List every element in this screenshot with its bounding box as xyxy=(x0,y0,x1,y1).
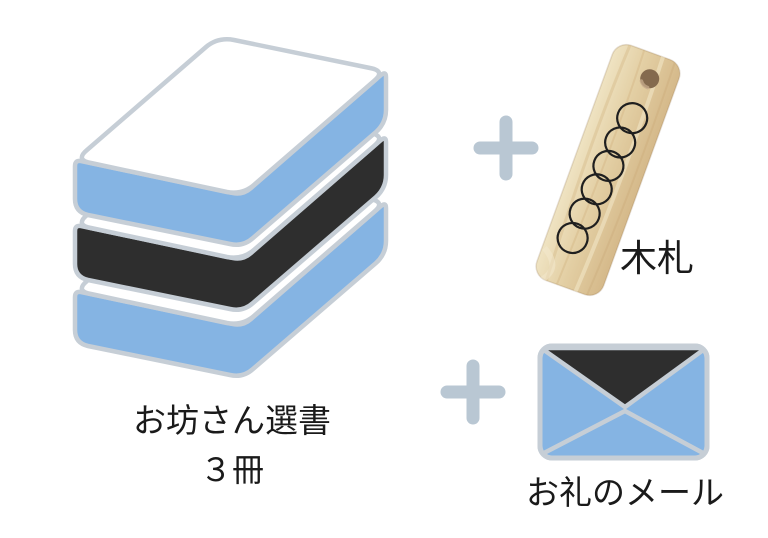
plus-icon xyxy=(440,359,506,425)
wooden-tag-icon xyxy=(535,43,681,297)
envelope-icon xyxy=(537,343,710,461)
books-label: お坊さん選書 ３冊 xyxy=(92,398,372,494)
tag-hole-highlight xyxy=(639,79,650,90)
books-label-line1: お坊さん選書 xyxy=(133,404,331,440)
tag-label: 木札 xyxy=(620,239,694,280)
envelope-bottom-folds xyxy=(541,408,706,456)
mail-label: お礼のメール xyxy=(526,476,724,512)
tag-hole xyxy=(640,69,660,89)
books-label-line2: ３冊 xyxy=(199,452,264,488)
book-stack-icon xyxy=(75,39,386,375)
tag-circles xyxy=(556,102,649,255)
plus-icon xyxy=(473,115,539,181)
